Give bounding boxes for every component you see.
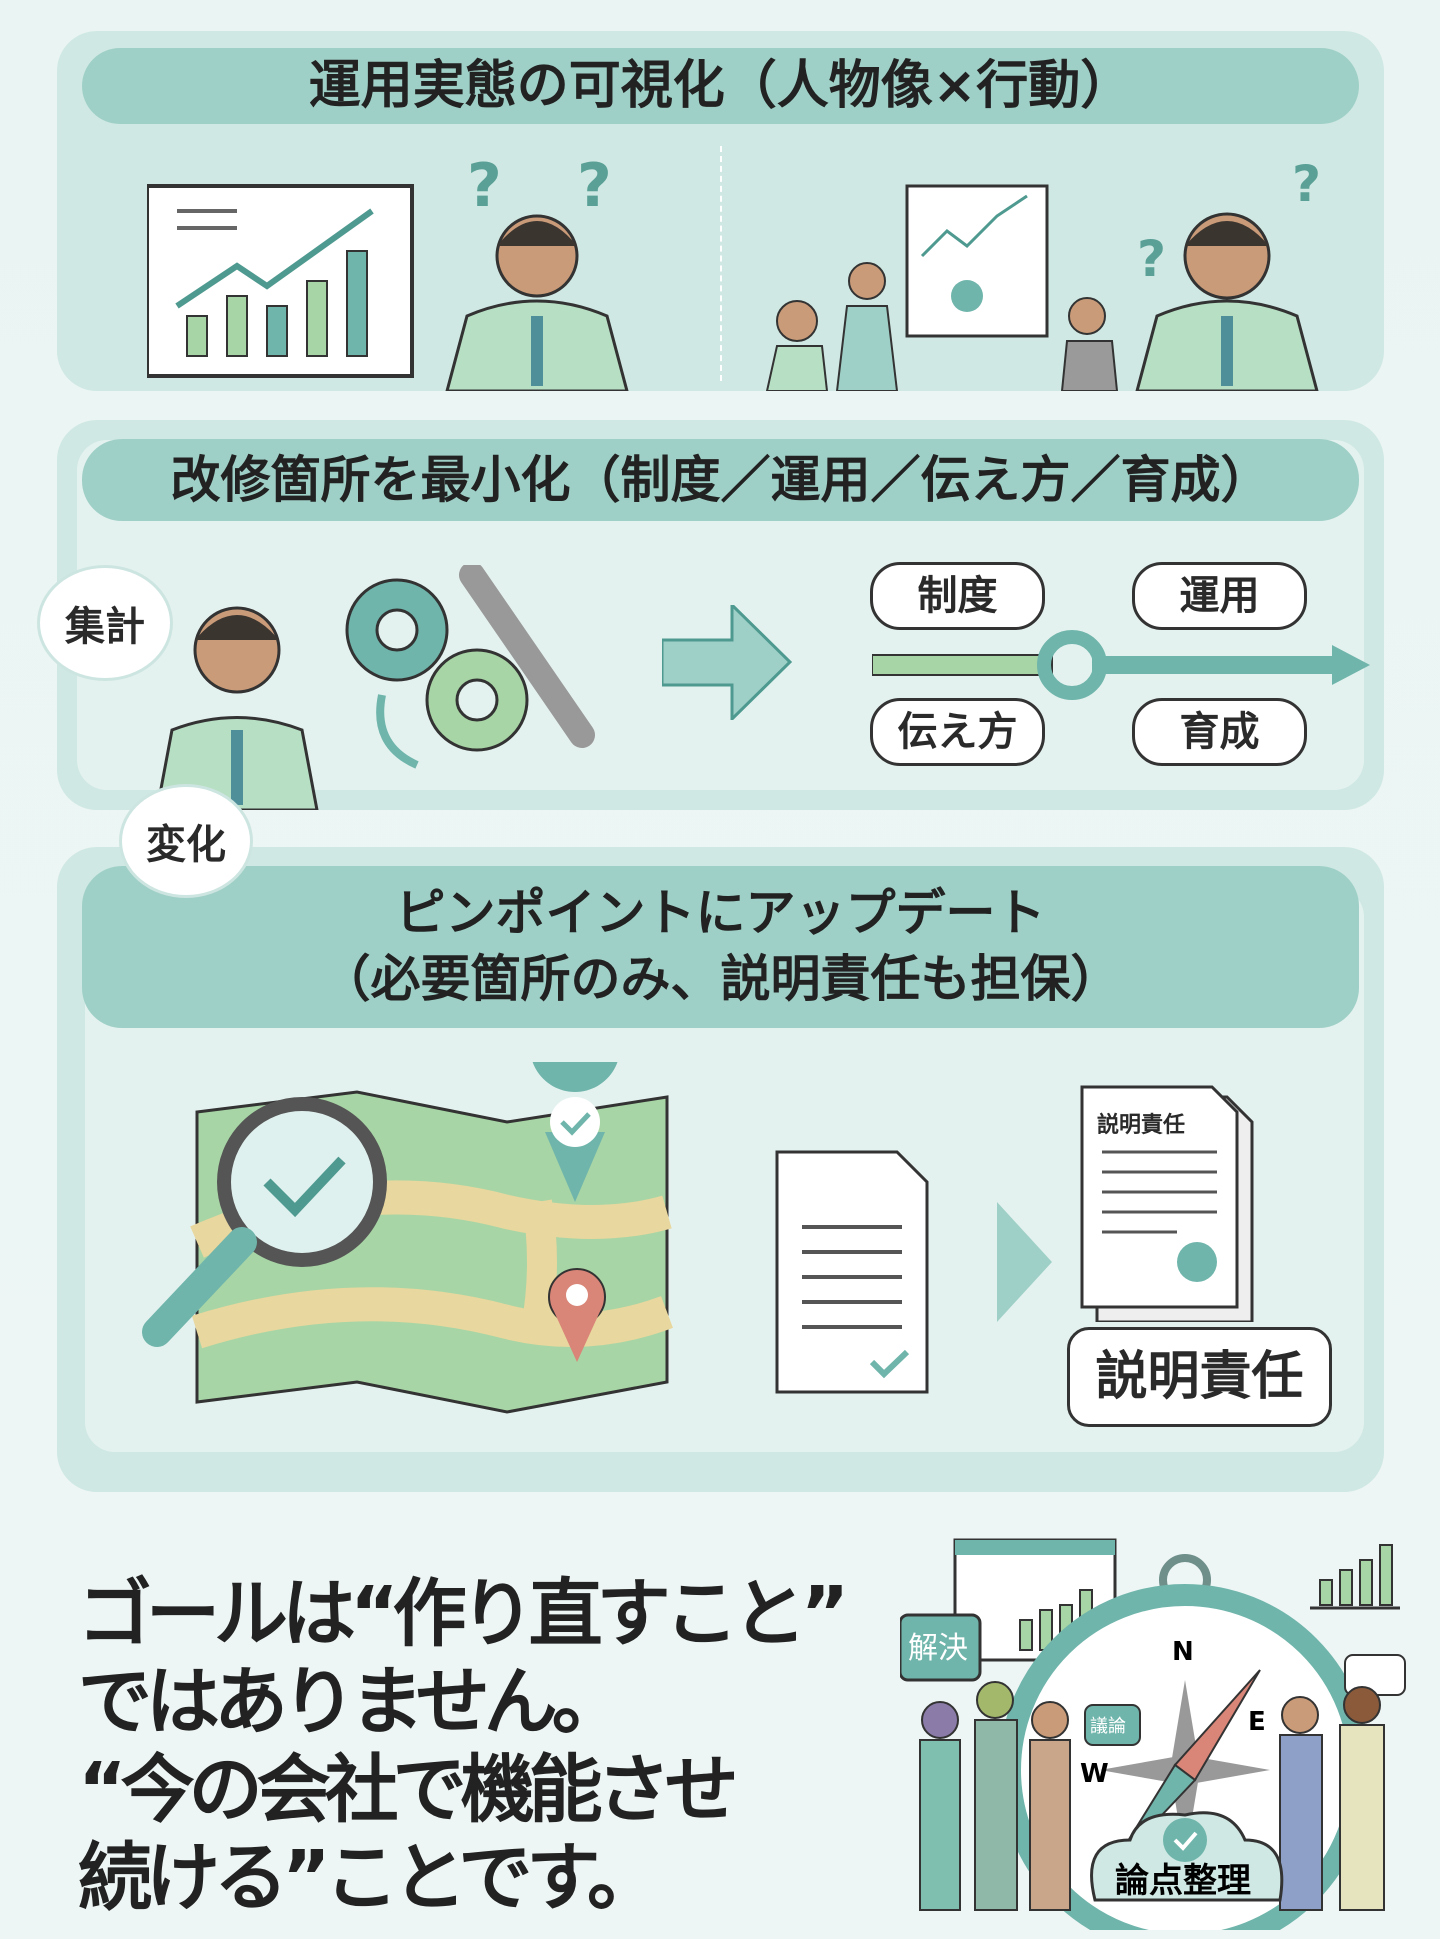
compass-team-illustration: 議論 論点整理 解決 N W E — [900, 1538, 1406, 1930]
person-icon — [155, 606, 319, 810]
section-title: 改修箇所を最小化（制度／運用／伝え方／育成） — [82, 439, 1359, 521]
change-bubble: 変化 — [122, 787, 250, 895]
goal-line-2: ではありません。 — [78, 1659, 626, 1745]
goal-statement: ゴールは“作り直すこと” ではありません。 “今の会社で機能させ 続ける”ことで… — [78, 1570, 893, 1922]
document-icon — [775, 1150, 929, 1394]
section-title: ピンポイントにアップデート （必要箇所のみ、説明責任も担保） — [82, 866, 1359, 1028]
compass-e: E — [1248, 1707, 1266, 1737]
compass-w: W — [1080, 1759, 1109, 1789]
section-visualization: 運用実態の可視化（人物像×行動） ? ? ? ? — [57, 31, 1384, 391]
right-arrow-icon — [662, 605, 792, 720]
tag-communication: 伝え方 — [870, 698, 1045, 766]
chevron-right-icon — [997, 1202, 1052, 1322]
tag-development: 育成 — [1132, 698, 1307, 766]
solve-bubble-label: 解決 — [908, 1631, 968, 1666]
divider — [720, 146, 722, 381]
goal-line-4: 続ける”ことです。 — [78, 1835, 661, 1921]
question-mark-icon: ? — [467, 151, 502, 221]
team-meeting-illustration: ? ? — [765, 155, 1321, 391]
tag-system: 制度 — [870, 562, 1045, 630]
compass-n: N — [1172, 1637, 1194, 1667]
question-mark-icon: ? — [1137, 230, 1166, 288]
cloud-label: 論点整理 — [1115, 1861, 1251, 1901]
doc-header-label: 説明責任 — [1097, 1113, 1186, 1138]
title-line-1: ピンポイントにアップデート — [395, 884, 1046, 942]
flow-arrow-icon — [872, 630, 1370, 700]
section-pinpoint: ピンポイントにアップデート （必要箇所のみ、説明責任も担保） 説明責任 説明責任 — [57, 847, 1384, 1492]
aggregate-bubble: 集計 — [40, 568, 170, 678]
compass-bubble-label: 議論 — [1090, 1716, 1126, 1737]
question-mark-icon: ? — [1292, 155, 1321, 213]
accountability-document-icon — [1080, 1085, 1254, 1322]
tag-operation: 運用 — [1132, 562, 1307, 630]
section-minimize: 改修箇所を最小化（制度／運用／伝え方／育成） 集計 制度 運用 伝え方 育成 — [40, 420, 1384, 810]
goal-line-3: “今の会社で機能させ — [78, 1747, 739, 1833]
map-magnifier-illustration — [142, 1062, 673, 1414]
gears-wrench-icon — [345, 565, 595, 769]
question-mark-icon: ? — [577, 151, 612, 221]
chart-presenter-illustration: ? ? — [147, 151, 629, 391]
section-title: 運用実態の可視化（人物像×行動） — [82, 48, 1359, 124]
accountability-label: 説明責任 — [1067, 1327, 1332, 1427]
title-line-2: （必要箇所のみ、説明責任も担保） — [320, 950, 1121, 1008]
goal-line-1: ゴールは“作り直すこと” — [78, 1571, 849, 1657]
